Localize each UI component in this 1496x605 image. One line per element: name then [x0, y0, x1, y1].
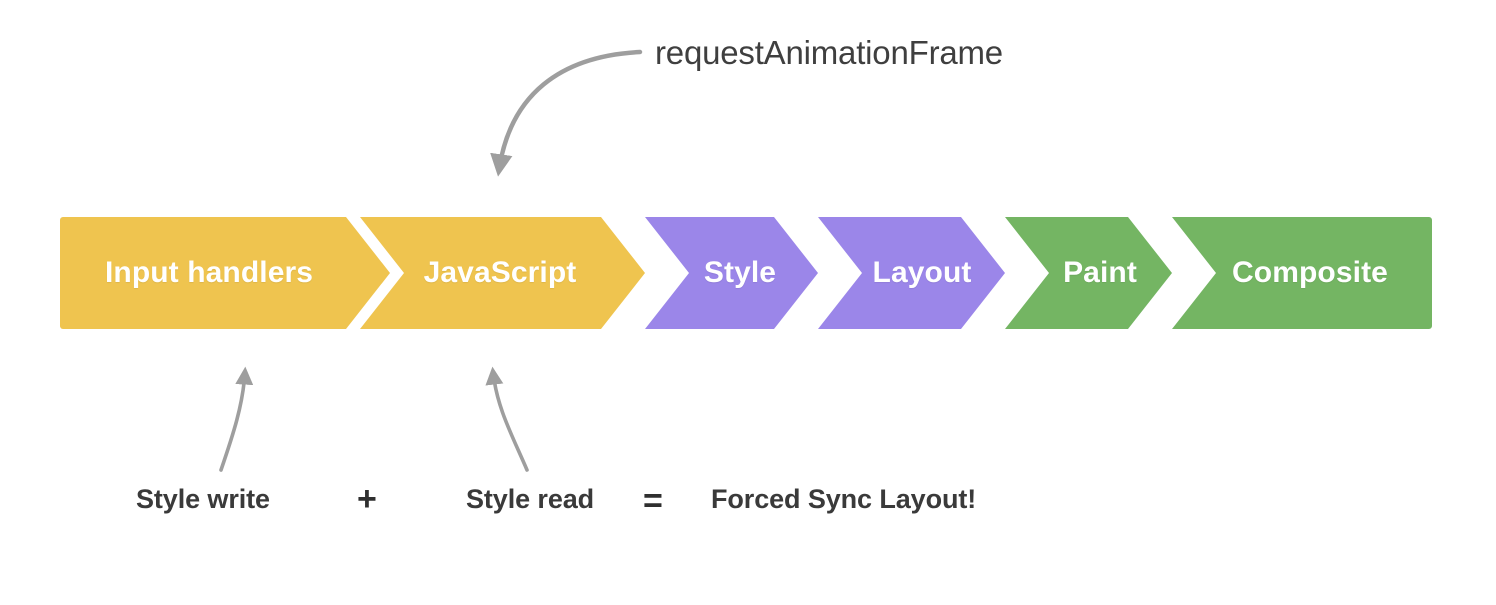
pipeline-segment-layout[interactable]	[818, 217, 1005, 329]
request-animation-frame-label: requestAnimationFrame	[655, 34, 1003, 71]
formula-equals-operator: =	[643, 482, 663, 520]
pipeline-segment-input-handlers[interactable]	[60, 217, 390, 329]
rendering-pipeline-bar: Input handlers JavaScript Style Layout P…	[60, 217, 1432, 329]
pipeline-label-javascript: JavaScript	[423, 256, 577, 289]
pipeline-segment-style[interactable]	[645, 217, 818, 329]
formula-result-forced-sync-layout: Forced Sync Layout!	[711, 484, 977, 514]
formula-plus-operator: +	[357, 480, 377, 518]
formula-term-style-read: Style read	[466, 484, 595, 514]
style-write-curved-arrow	[219, 366, 254, 472]
pipeline-segment-javascript[interactable]	[360, 217, 645, 329]
pipeline-segment-composite[interactable]	[1172, 217, 1432, 329]
pipeline-label-input-handlers: Input handlers	[104, 256, 314, 289]
pipeline-label-style: Style	[703, 256, 777, 289]
raf-curved-arrow	[490, 49, 643, 177]
pipeline-label-composite: Composite	[1232, 256, 1388, 289]
pipeline-label-paint: Paint	[1063, 256, 1137, 289]
formula-term-style-write: Style write	[136, 484, 270, 514]
style-read-curved-arrow	[485, 366, 529, 472]
pipeline-label-layout: Layout	[872, 256, 972, 289]
pipeline-segment-paint[interactable]	[1005, 217, 1172, 329]
